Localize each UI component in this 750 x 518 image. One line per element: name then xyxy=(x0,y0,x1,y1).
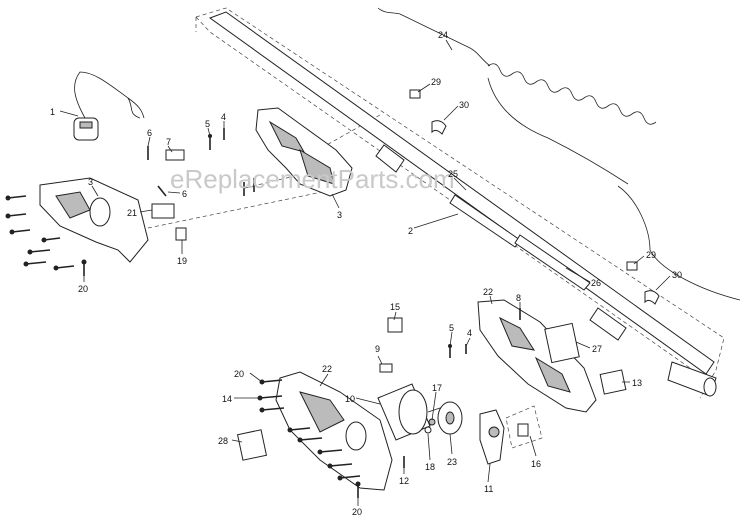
part-cord-plug xyxy=(73,71,145,141)
screws-left xyxy=(5,195,87,276)
label-3-left: 3 xyxy=(88,177,93,187)
label-12: 12 xyxy=(399,476,409,486)
label-18: 18 xyxy=(425,462,435,472)
label-2: 2 xyxy=(408,226,413,236)
label-20-top: 20 xyxy=(234,369,244,379)
label-4-top: 4 xyxy=(221,112,226,122)
label-29-top: 29 xyxy=(431,77,441,87)
label-1: 1 xyxy=(50,107,55,117)
label-24: 24 xyxy=(438,30,448,40)
label-6-top: 6 xyxy=(147,128,152,138)
label-4-bottom: 4 xyxy=(467,328,472,338)
label-22-left: 22 xyxy=(322,364,332,374)
label-21: 21 xyxy=(127,208,137,218)
label-20-bottom: 20 xyxy=(352,507,362,517)
label-5-bottom: 5 xyxy=(449,323,454,333)
leader-lines xyxy=(59,39,671,506)
part-labels-25-26 xyxy=(449,194,591,291)
label-6-mid: 6 xyxy=(182,189,187,199)
part-gear-latch xyxy=(424,401,505,465)
small-parts-top xyxy=(147,89,660,305)
label-23: 23 xyxy=(447,457,457,467)
label-5-top: 5 xyxy=(205,119,210,129)
screws-lower xyxy=(257,308,521,498)
label-7: 7 xyxy=(166,137,171,147)
part-coiled-cord xyxy=(377,7,741,301)
label-30-bottom: 30 xyxy=(672,270,682,280)
label-10: 10 xyxy=(345,394,355,404)
label-11: 11 xyxy=(484,484,493,494)
part-16-cluster xyxy=(505,405,543,449)
label-17: 17 xyxy=(432,383,442,393)
part-number-labels: 1 2 3 3 4 4 5 5 6 6 7 8 9 10 11 12 13 14… xyxy=(50,30,682,517)
label-19: 19 xyxy=(177,256,187,266)
label-8: 8 xyxy=(516,293,521,303)
watermark: eReplacementParts.com xyxy=(170,164,455,194)
label-27: 27 xyxy=(592,344,602,354)
label-9: 9 xyxy=(375,344,380,354)
label-28: 28 xyxy=(218,436,228,446)
part-housing-lower-left xyxy=(275,371,393,491)
part-decals xyxy=(236,322,627,461)
label-14: 14 xyxy=(222,394,232,404)
part-housing-left xyxy=(39,177,149,263)
label-22-right: 22 xyxy=(483,287,493,297)
part-motor xyxy=(377,317,447,441)
label-25: 25 xyxy=(448,169,458,179)
label-26: 26 xyxy=(591,278,601,288)
assembly-outline xyxy=(147,7,725,399)
label-15: 15 xyxy=(390,302,400,312)
part-housing-lower-right xyxy=(477,299,597,413)
label-13: 13 xyxy=(632,378,642,388)
label-3-right: 3 xyxy=(337,210,342,220)
label-16: 16 xyxy=(531,459,541,469)
label-29-bottom: 29 xyxy=(646,250,656,260)
label-20-left: 20 xyxy=(78,284,88,294)
part-housing-right xyxy=(255,107,353,197)
label-30-top: 30 xyxy=(459,100,469,110)
